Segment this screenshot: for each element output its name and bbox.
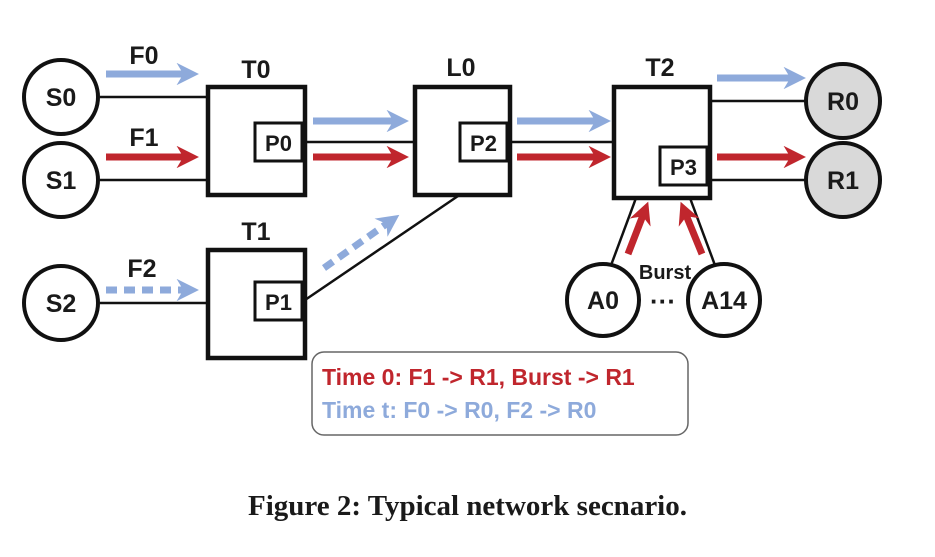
- node-a14: [686, 262, 762, 338]
- wire-t2-a0: [608, 197, 638, 269]
- node-s1: [22, 141, 100, 219]
- port-p0: [253, 121, 304, 163]
- port-label-p0: P0: [265, 131, 292, 156]
- node-label-r1: R1: [827, 167, 859, 195]
- switch-label-t1: T1: [241, 218, 270, 246]
- wire-t1-l0: [304, 194, 459, 302]
- network-diagram: P0 P1 P2 P3 T0 T1 L0 T2 S0 S1 S2 R0 R1 A…: [22, 42, 882, 436]
- port-p3: [658, 145, 709, 187]
- port-label-p3: P3: [670, 155, 697, 180]
- flow-label-f2: F2: [127, 255, 156, 283]
- port-p1: [253, 280, 304, 322]
- node-label-r0: R0: [827, 88, 859, 116]
- legend-box: [311, 351, 689, 436]
- node-s0: [22, 58, 100, 136]
- ellipsis-label: ···: [650, 286, 676, 316]
- port-p2: [458, 121, 509, 163]
- wires: [100, 95, 808, 305]
- node-label-a14: A14: [701, 287, 747, 315]
- node-label-s2: S2: [46, 290, 77, 318]
- switch-label-t2: T2: [645, 54, 674, 82]
- flow-label-f1: F1: [129, 124, 158, 152]
- node-label-s1: S1: [46, 167, 77, 195]
- node-r1: [804, 141, 882, 219]
- switch-label-l0: L0: [446, 54, 475, 82]
- node-label-s0: S0: [46, 84, 77, 112]
- node-r0: [804, 62, 882, 140]
- arrow-t1-l0-blue: [321, 214, 400, 271]
- legend-line-timet: Time t: F0 -> R0, F2 -> R0: [322, 397, 596, 423]
- switch-label-t0: T0: [241, 56, 270, 84]
- figure-caption: Figure 2: Typical network secnario.: [248, 490, 687, 522]
- node-label-a0: A0: [587, 287, 619, 315]
- flow-label-burst: Burst: [639, 262, 692, 284]
- node-s2: [22, 264, 100, 342]
- arrow-burst-a14: [678, 201, 706, 256]
- arrow-burst-a0: [624, 201, 651, 256]
- port-label-p2: P2: [470, 131, 497, 156]
- legend-line-time0: Time 0: F1 -> R1, Burst -> R1: [322, 364, 635, 390]
- node-a0: [565, 262, 641, 338]
- flow-label-f0: F0: [129, 42, 158, 70]
- port-label-p1: P1: [265, 290, 292, 315]
